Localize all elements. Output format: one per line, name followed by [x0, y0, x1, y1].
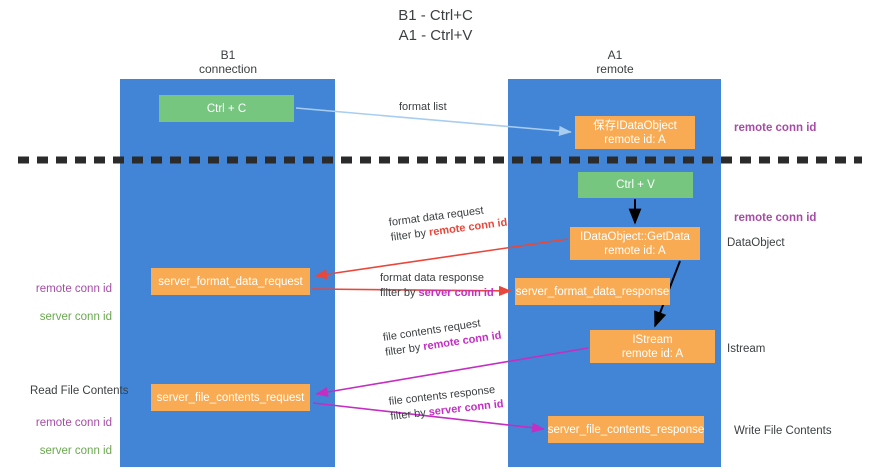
filter-prefix: filter by — [389, 406, 430, 423]
annotation-write-file-contents: Write File Contents — [734, 425, 832, 437]
edge-label-file-contents-request: file contents request filter by remote c… — [382, 314, 503, 361]
filter-key: server conn id — [418, 287, 494, 299]
annotation-left-remote-conn-id-2: remote conn id — [35, 417, 112, 429]
node-server-file-contents-request[interactable]: server_file_contents_request — [151, 384, 310, 411]
column-header-b1: B1 connection — [198, 48, 258, 76]
edge-label-format-data-request: format data request filter by remote con… — [388, 201, 508, 246]
annotation-left-remote-conn-id: remote conn id — [35, 283, 112, 295]
edge-label-file-contents-response: file contents response filter by server … — [388, 382, 504, 425]
node-server-format-data-request[interactable]: server_format_data_request — [151, 268, 310, 295]
node-server-file-contents-response[interactable]: server_file_contents_response — [548, 416, 704, 443]
filter-prefix: filter by — [380, 287, 419, 299]
filter-prefix: filter by — [390, 226, 430, 244]
edge-label-line2: filter by server conn id — [380, 286, 494, 301]
node-idataobject[interactable]: 保存IDataObject remote id: A — [575, 116, 695, 149]
annotation-istream: Istream — [727, 343, 766, 355]
annotation-left-conn-ids-2: remote conn id server conn id — [22, 402, 112, 472]
annotation-left-server-conn-id-2: server conn id — [39, 445, 112, 457]
annotation-read-file-contents: Read File Contents — [30, 385, 129, 397]
column-header-a1: A1 remote — [596, 48, 634, 76]
node-ctrl-c[interactable]: Ctrl + C — [159, 95, 294, 122]
annotation-left-conn-ids: remote conn id server conn id — [22, 268, 112, 338]
node-server-format-data-response[interactable]: server_format_data_response — [515, 278, 670, 305]
node-idataobject-getdata[interactable]: IDataObject::GetData remote id: A — [570, 227, 700, 260]
edge-label-line1: format data response — [380, 272, 484, 284]
annotation-remote-conn-id-top: remote conn id — [734, 122, 817, 134]
edge-label-format-data-response: format data response filter by server co… — [380, 271, 494, 301]
node-ctrl-v[interactable]: Ctrl + V — [578, 172, 693, 198]
annotation-remote-conn-id-mid: remote conn id — [734, 212, 817, 224]
annotation-left-server-conn-id: server conn id — [39, 311, 112, 323]
annotation-dataobject: DataObject — [727, 237, 785, 249]
edge-label-format-list: format list — [399, 101, 447, 113]
node-istream[interactable]: IStream remote id: A — [590, 330, 715, 363]
page-title: B1 - Ctrl+C A1 - Ctrl+V — [398, 7, 473, 44]
